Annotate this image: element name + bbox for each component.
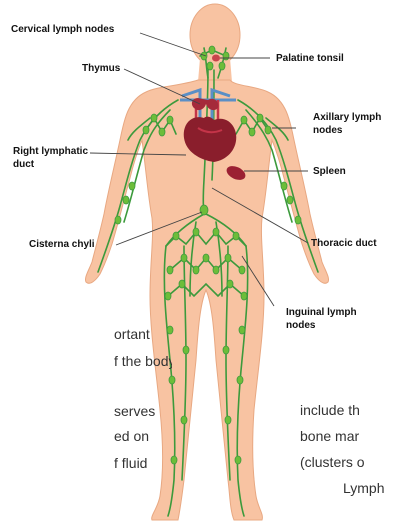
label-inguinal-line1: Inguinal lymph (286, 307, 357, 319)
label-palatine-tonsil: Palatine tonsil (276, 53, 344, 65)
bg-text-right-2: bone mar (300, 428, 359, 445)
bg-text-right-3: (clusters o (300, 454, 365, 471)
label-spleen: Spleen (313, 166, 346, 178)
label-axillary-lymph-line2: nodes (313, 125, 342, 137)
label-thymus: Thymus (82, 63, 120, 75)
bg-text-left-4: serves (114, 403, 155, 420)
neck (198, 58, 232, 82)
label-thoracic-duct: Thoracic duct (311, 238, 377, 250)
label-right-lymphatic-line2: duct (13, 159, 34, 171)
label-cisterna-chyli: Cisterna chyli (29, 239, 95, 251)
bg-text-right-1: include th (300, 402, 360, 419)
label-right-lymphatic-line1: Right lymphatic (13, 146, 88, 158)
bg-text-left-2: f the body (114, 353, 172, 370)
palatine-tonsil-organ (212, 55, 220, 62)
bg-text-left-1: ortant (114, 326, 150, 343)
bg-text-left-5: ed on (114, 428, 149, 445)
bg-text-right-4: Lymph (343, 480, 385, 497)
bg-text-left-6: f fluid (114, 455, 147, 472)
label-axillary-lymph-line1: Axillary lymph (313, 112, 381, 124)
label-cervical-lymph-nodes: Cervical lymph nodes (11, 24, 114, 36)
label-inguinal-line2: nodes (286, 320, 315, 332)
